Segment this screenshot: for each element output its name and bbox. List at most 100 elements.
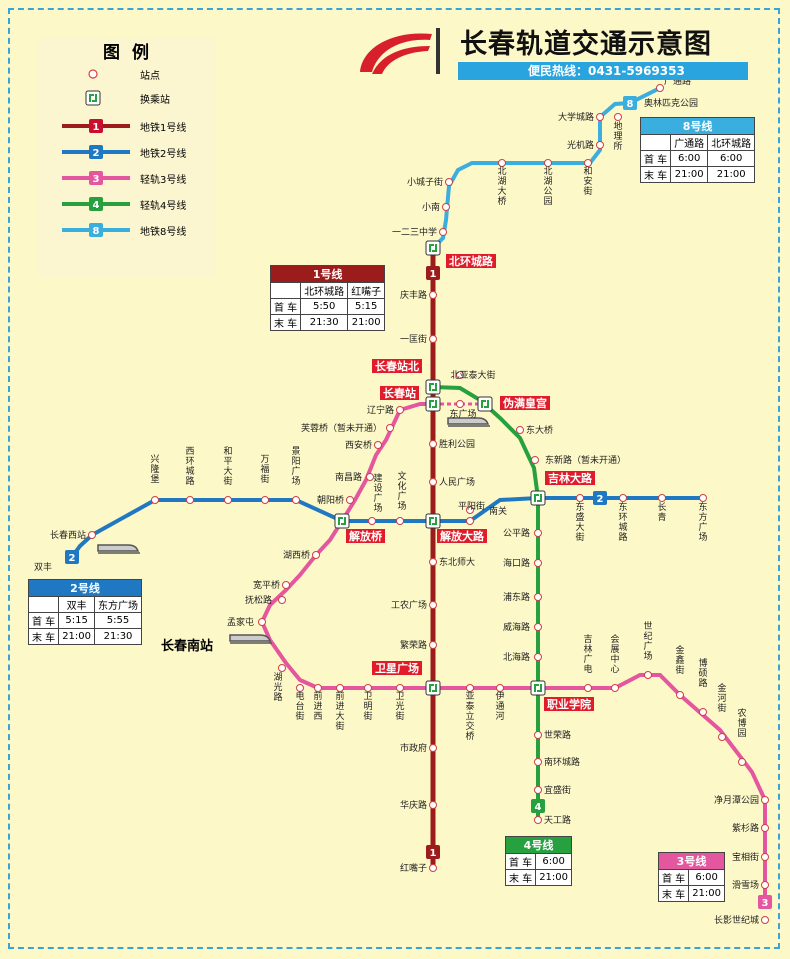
station-label: 东广场 bbox=[449, 408, 476, 420]
station-dot bbox=[584, 159, 592, 167]
transfer-label-bg bbox=[380, 386, 419, 400]
station-dot bbox=[761, 916, 769, 924]
tt-blank bbox=[269, 282, 302, 299]
line8-swatch-icon: 8 bbox=[62, 223, 130, 237]
station-label: 朝阳桥 bbox=[317, 494, 344, 506]
line-badge-text: 4 bbox=[535, 802, 542, 813]
tt-cell: 21:30 bbox=[94, 628, 143, 645]
station-label: 南昌路 bbox=[335, 471, 362, 483]
station-label: 长影世纪城 bbox=[714, 914, 759, 926]
transfer-station-icon bbox=[425, 240, 441, 256]
line4-swatch-icon: 4 bbox=[62, 197, 130, 211]
station-label: 东盛大街 bbox=[575, 501, 584, 543]
station-label: 世纪广场 bbox=[643, 620, 652, 662]
station-dot bbox=[456, 400, 464, 408]
station-label: 华庆路 bbox=[400, 799, 427, 811]
tt-row-label: 末 车 bbox=[504, 869, 537, 886]
station-dot bbox=[466, 506, 474, 514]
train-icon bbox=[447, 417, 490, 427]
station-label: 小城子街 bbox=[407, 176, 443, 188]
station-dot bbox=[466, 517, 474, 525]
station-dot bbox=[656, 84, 664, 92]
station-label: 净月潭公园 bbox=[714, 794, 759, 806]
tt-cell: 5:15 bbox=[347, 298, 386, 315]
transfer-label-bg bbox=[545, 471, 595, 485]
station-label: 东大桥 bbox=[526, 424, 553, 436]
station-dot bbox=[644, 671, 652, 679]
station-dot bbox=[439, 228, 447, 236]
transfer-label: 长春站北 bbox=[375, 359, 419, 373]
station-dot bbox=[676, 691, 684, 699]
station-label: 长春西站 bbox=[50, 529, 86, 541]
station-dot bbox=[429, 601, 437, 609]
transfer-station-icon bbox=[425, 396, 441, 412]
station-dot bbox=[498, 159, 506, 167]
tt-blank bbox=[639, 134, 672, 151]
line4-route bbox=[432, 385, 540, 820]
station-dot bbox=[429, 440, 437, 448]
tt-cell: 21:00 bbox=[535, 869, 573, 886]
line8-route bbox=[431, 86, 661, 250]
line-badge-text: 2 bbox=[69, 553, 76, 564]
railway-station-south-label: 长春南站 bbox=[161, 639, 214, 654]
station-dot bbox=[429, 558, 437, 566]
station-label: 博硕路 bbox=[698, 657, 707, 689]
legend-line8-label: 地铁8号线 bbox=[140, 227, 187, 238]
station-label: 公平路 bbox=[503, 527, 530, 539]
station-label: 景阳广场 bbox=[291, 446, 300, 487]
station-label: 卫光街 bbox=[395, 692, 404, 722]
station-dot bbox=[429, 291, 437, 299]
line-badge-icon bbox=[623, 96, 637, 110]
station-dot bbox=[396, 517, 404, 525]
station-dot bbox=[699, 494, 707, 502]
station-dot bbox=[466, 684, 474, 692]
station-dot bbox=[531, 456, 539, 464]
station-label: 大学城路 bbox=[558, 111, 594, 123]
station-label: 双丰 bbox=[34, 561, 52, 573]
tt-col: 北环城路 bbox=[300, 282, 349, 299]
station-dot bbox=[429, 864, 437, 872]
tt-cell: 6:00 bbox=[670, 150, 709, 167]
station-dot bbox=[186, 496, 194, 504]
station-label: 农博园 bbox=[737, 707, 746, 739]
line-badge-text: 2 bbox=[597, 494, 604, 505]
station-dot bbox=[429, 335, 437, 343]
line-badge-text: 1 bbox=[430, 269, 437, 280]
line3-route bbox=[259, 402, 767, 900]
tt-col: 红嘴子 bbox=[347, 282, 386, 299]
station-label: 平阳街 bbox=[458, 500, 485, 512]
tt-col: 广通路 bbox=[670, 134, 709, 151]
station-label: 会展中心 bbox=[610, 633, 619, 675]
station-dot bbox=[429, 641, 437, 649]
line8-timetable-title: 8号线 bbox=[639, 117, 756, 135]
station-label: 湖光路 bbox=[273, 672, 282, 703]
station-label: 宝相街 bbox=[732, 851, 759, 863]
station-label: 北亚泰大街 bbox=[450, 369, 495, 381]
station-label: 红嘴子 bbox=[400, 862, 427, 874]
station-dot bbox=[396, 406, 404, 414]
station-label: 宜盛街 bbox=[544, 784, 571, 796]
legend-line4-row: 4 轻轨4号线 bbox=[38, 196, 216, 212]
station-label: 北海路 bbox=[503, 651, 530, 663]
station-label: 文化广场 bbox=[397, 470, 406, 512]
station-dot bbox=[611, 684, 619, 692]
station-dot bbox=[151, 496, 159, 504]
station-label: 地理所 bbox=[613, 120, 622, 152]
station-label: 威海路 bbox=[503, 621, 530, 633]
station-label: 紫杉路 bbox=[732, 822, 759, 834]
station-dot bbox=[534, 653, 542, 661]
station-label: 一匡街 bbox=[400, 333, 427, 345]
station-label: 伊通河 bbox=[495, 690, 504, 722]
station-label: 前进大街 bbox=[335, 690, 344, 732]
transfer-label: 解放桥 bbox=[349, 529, 383, 543]
station-label: 世荣路 bbox=[544, 729, 571, 741]
tt-cell: 21:00 bbox=[347, 314, 386, 331]
tt-col: 双丰 bbox=[58, 596, 96, 613]
legend-line4-label: 轻轨4号线 bbox=[140, 201, 187, 212]
station-dot bbox=[761, 824, 769, 832]
station-dot bbox=[296, 684, 304, 692]
tt-row-label: 首 车 bbox=[269, 298, 302, 315]
tt-cell: 6:00 bbox=[688, 869, 726, 886]
